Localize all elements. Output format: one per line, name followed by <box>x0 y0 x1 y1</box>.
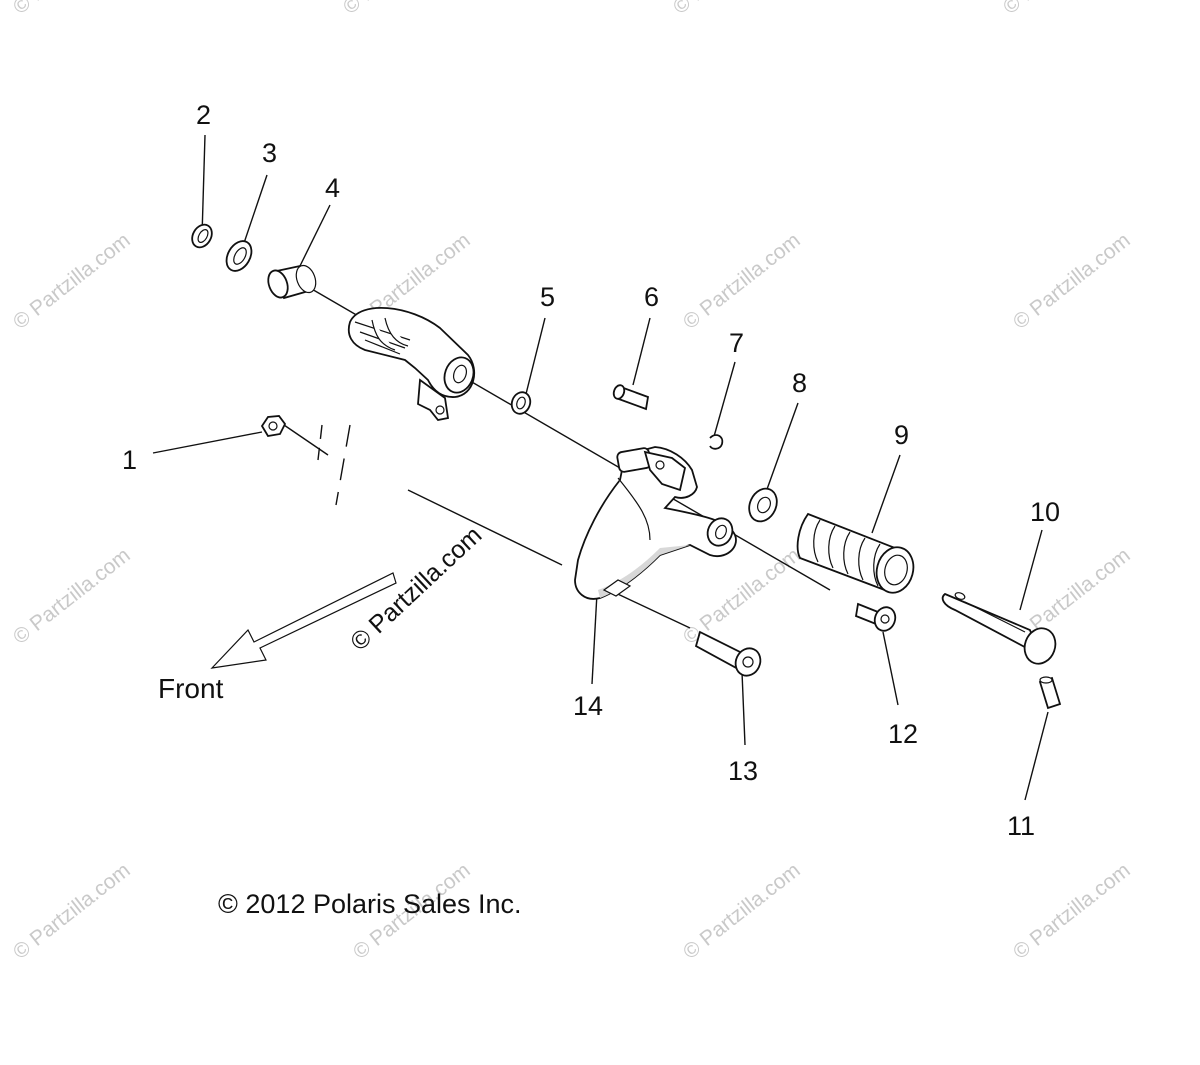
part-13-bolt <box>694 630 762 677</box>
front-label: Front <box>158 673 224 704</box>
callout-8: 8 <box>792 368 807 398</box>
watermark: © Partzilla.com <box>669 0 795 19</box>
part-2-clip-ring <box>191 223 213 249</box>
watermark: © Partzilla.com <box>9 859 135 964</box>
part-10-pedal-pin <box>941 592 1057 665</box>
watermark: © Partzilla.com <box>679 859 805 964</box>
part-1-nut <box>260 415 287 437</box>
front-direction-arrow <box>210 572 397 669</box>
shift-arm <box>347 306 476 421</box>
callout-14: 14 <box>573 691 603 721</box>
part-14-pedal-bracket <box>574 446 737 600</box>
copyright-text: © 2012 Polaris Sales Inc. <box>218 889 522 919</box>
part-12-bolt <box>854 602 897 632</box>
watermark: © Partzilla.com <box>999 0 1125 19</box>
callout-5: 5 <box>540 282 555 312</box>
callout-12: 12 <box>888 719 918 749</box>
watermark-layer: © Partzilla.com © Partzilla.com © Partzi… <box>9 0 1135 964</box>
watermark: © Partzilla.com <box>9 544 135 649</box>
watermark: © Partzilla.com <box>339 0 465 19</box>
watermark: © Partzilla.com <box>9 229 135 334</box>
callout-2: 2 <box>196 100 211 130</box>
watermark: © Partzilla.com <box>679 544 805 649</box>
callout-9: 9 <box>894 420 909 450</box>
callout-10: 10 <box>1030 497 1060 527</box>
leader-lines <box>152 134 1049 801</box>
callout-11: 11 <box>1007 811 1035 841</box>
part-8-washer <box>748 487 778 523</box>
callout-3: 3 <box>262 138 277 168</box>
callout-6: 6 <box>644 282 659 312</box>
part-5-o-ring <box>510 391 532 415</box>
callout-13: 13 <box>728 756 758 786</box>
watermark: © Partzilla.com <box>9 0 135 19</box>
part-9-footpeg-rubber <box>796 512 915 594</box>
part-11-roll-pin <box>1038 676 1062 710</box>
callout-7: 7 <box>729 328 744 358</box>
part-6-pin <box>612 384 650 411</box>
part-3-washer <box>225 240 253 272</box>
watermark: © Partzilla.com <box>1009 229 1135 334</box>
callout-labels: 1 2 3 4 5 6 7 8 9 10 11 12 13 14 <box>122 100 1060 841</box>
watermark: © Partzilla.com <box>679 229 805 334</box>
part-7-e-clip <box>709 434 724 450</box>
part-4-bushing <box>267 264 317 300</box>
callout-4: 4 <box>325 173 340 203</box>
callout-1: 1 <box>122 445 137 475</box>
watermark: © Partzilla.com <box>1009 859 1135 964</box>
